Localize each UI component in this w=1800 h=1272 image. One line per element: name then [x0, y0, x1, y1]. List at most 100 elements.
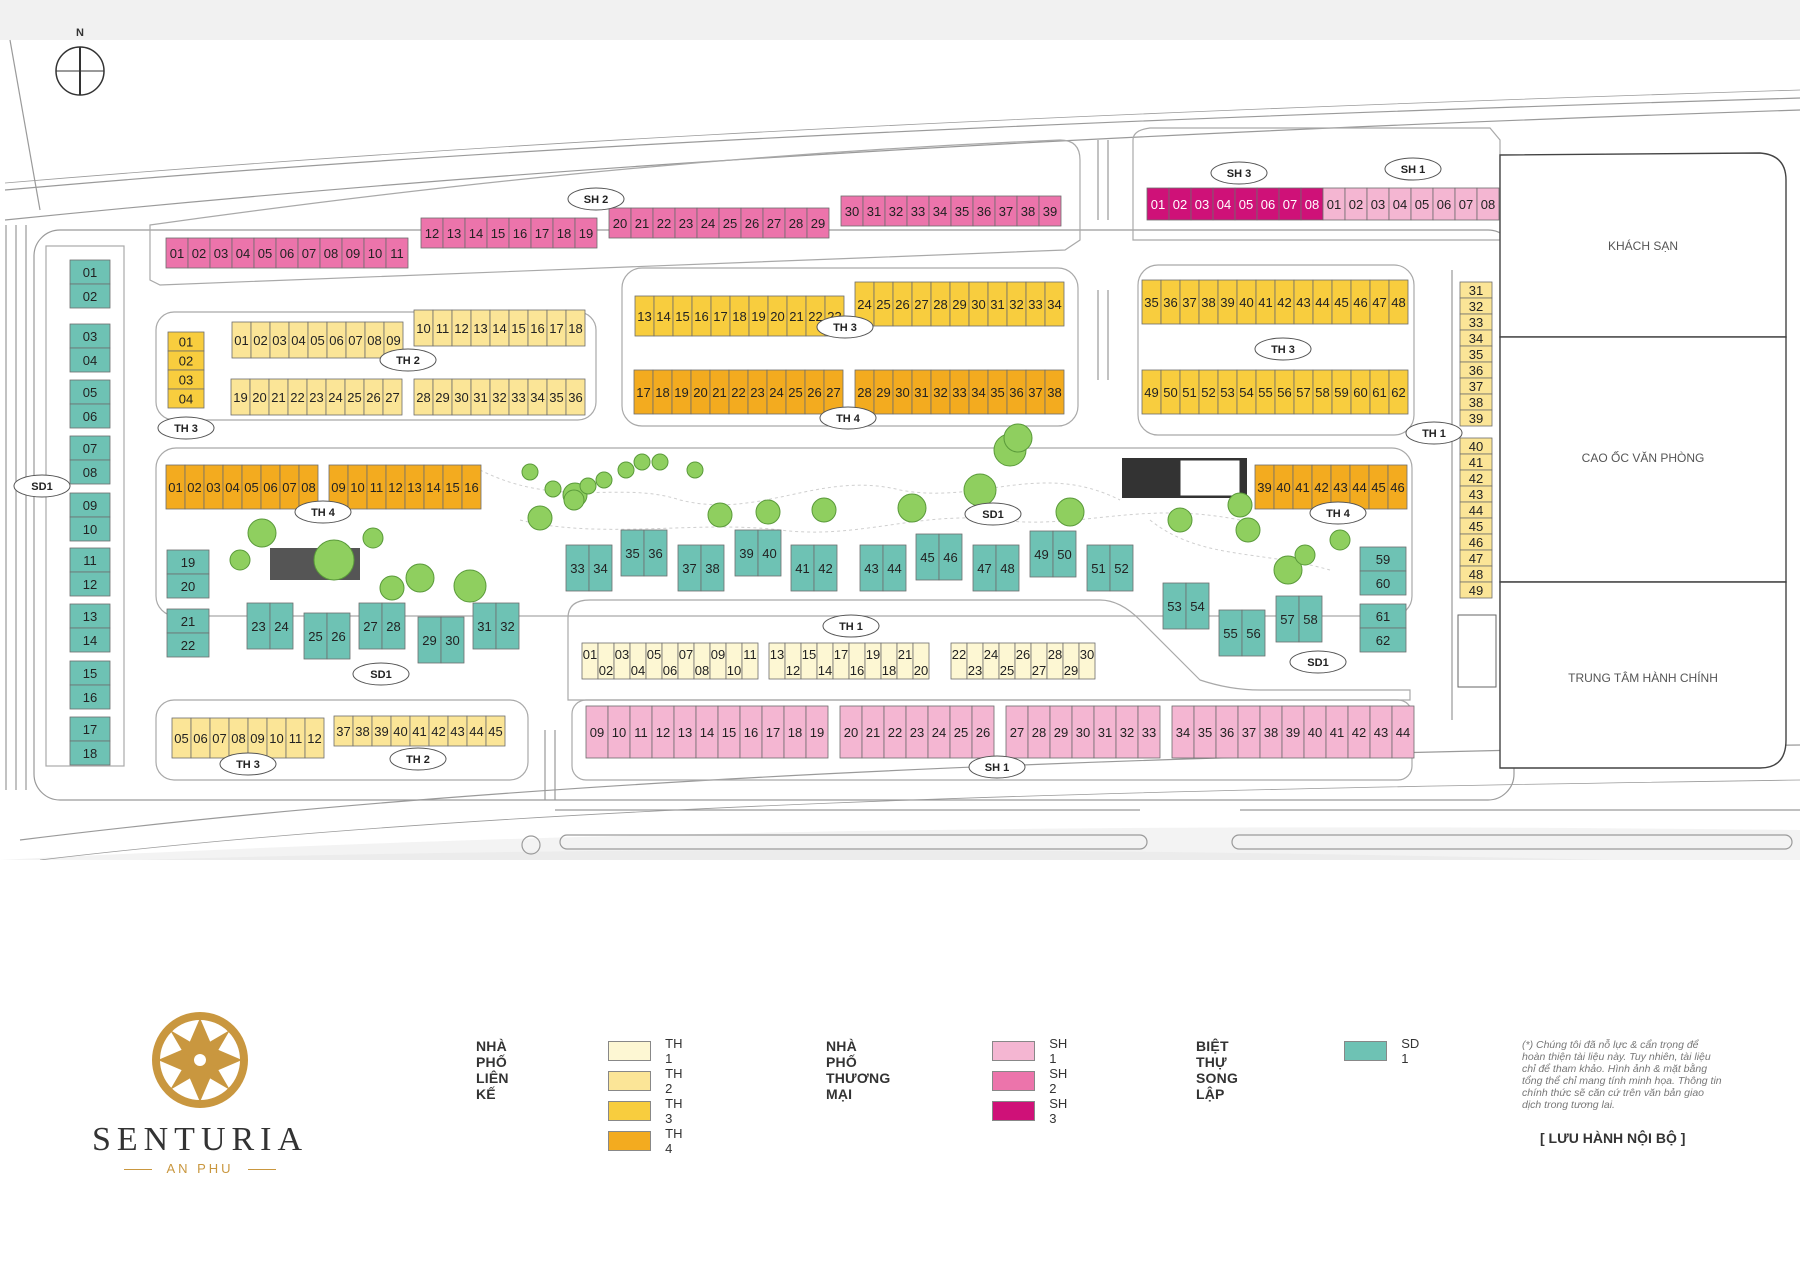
lot-number: 22	[290, 390, 304, 405]
lot-sd1-06[interactable]	[69, 403, 111, 429]
lot-sd1-07[interactable]	[69, 435, 111, 461]
lot-number: 24	[274, 619, 288, 634]
lot-sd1-61[interactable]	[1359, 603, 1407, 629]
lot-sd1-48[interactable]	[995, 544, 1020, 592]
lot-sd1-04[interactable]	[69, 347, 111, 373]
lot-th4-46[interactable]	[1387, 464, 1408, 510]
lot-number: 30	[971, 297, 985, 312]
zone-tag: SD1	[13, 474, 71, 498]
lot-sd1-13[interactable]	[69, 603, 111, 629]
lot-sd1-24[interactable]	[269, 602, 294, 650]
lot-sd1-10[interactable]	[69, 516, 111, 542]
lot-sd1-03[interactable]	[69, 323, 111, 349]
lot-sd1-20[interactable]	[166, 573, 210, 599]
lot-number: 15	[445, 480, 459, 495]
lot-sd1-28[interactable]	[381, 602, 406, 650]
lot-sd1-19[interactable]	[166, 549, 210, 575]
lot-number: 08	[695, 663, 709, 678]
lot-sd1-16[interactable]	[69, 684, 111, 710]
lot-number: 07	[1283, 197, 1297, 212]
lot-th2-45[interactable]	[485, 715, 506, 747]
lot-sd1-42[interactable]	[813, 544, 838, 592]
lot-number: 37	[1028, 385, 1042, 400]
lot-th2-39[interactable]	[1459, 409, 1493, 427]
lot-sd1-14[interactable]	[69, 627, 111, 653]
lot-th2-12[interactable]	[304, 717, 325, 759]
sports-court	[1457, 614, 1497, 688]
lot-number: 22	[657, 216, 671, 231]
lot-th3-62[interactable]	[1388, 369, 1409, 415]
lot-sd1-32[interactable]	[495, 602, 520, 650]
lot-sh2-11[interactable]	[385, 237, 409, 269]
lot-sd1-15[interactable]	[69, 660, 111, 686]
lot-sd1-21[interactable]	[166, 608, 210, 634]
lot-sd1-12[interactable]	[69, 571, 111, 597]
lot-number: 42	[1277, 295, 1291, 310]
lot-sd1-26[interactable]	[326, 612, 351, 660]
lot-sd1-11[interactable]	[69, 547, 111, 573]
lot-sd1-01[interactable]	[69, 259, 111, 285]
lot-number: 13	[83, 609, 97, 624]
zone-tag: TH 2	[389, 747, 447, 771]
lot-sh2-29[interactable]	[806, 207, 830, 239]
lot-sd1-08[interactable]	[69, 459, 111, 485]
lot-sd1-56[interactable]	[1241, 609, 1266, 657]
lot-number: 33	[1469, 315, 1483, 330]
lot-th4-16[interactable]	[461, 464, 482, 510]
lot-number: 36	[1220, 725, 1234, 740]
lot-sh1-44[interactable]	[1391, 705, 1415, 759]
lot-sd1-40[interactable]	[757, 529, 782, 577]
lot-th1-11[interactable]	[741, 642, 759, 680]
lot-number: 12	[425, 226, 439, 241]
lot-sd1-44[interactable]	[882, 544, 907, 592]
lot-sd1-18[interactable]	[69, 740, 111, 766]
lot-th2-27[interactable]	[382, 378, 403, 416]
lot-sd1-58[interactable]	[1298, 595, 1323, 643]
lot-number: 26	[807, 385, 821, 400]
lot-sh1-08[interactable]	[1476, 187, 1500, 221]
lot-th2-49[interactable]	[1459, 581, 1493, 599]
lot-number: 28	[789, 216, 803, 231]
lot-sd1-30[interactable]	[440, 616, 465, 664]
lot-number: 02	[187, 480, 201, 495]
lot-th1-20[interactable]	[912, 642, 930, 680]
lot-sd1-02[interactable]	[69, 283, 111, 309]
lot-sh1-19[interactable]	[805, 705, 829, 759]
lot-number: 01	[170, 246, 184, 261]
lot-th3-48[interactable]	[1388, 279, 1409, 325]
lot-number: 15	[511, 321, 525, 336]
lot-th1-30[interactable]	[1078, 642, 1096, 680]
lot-sd1-60[interactable]	[1359, 570, 1407, 596]
lot-th4-38[interactable]	[1044, 369, 1065, 415]
lot-number: 58	[1303, 612, 1317, 627]
lot-sd1-05[interactable]	[69, 379, 111, 405]
lot-sd1-52[interactable]	[1109, 544, 1134, 592]
lot-sd1-17[interactable]	[69, 716, 111, 742]
lot-sh2-39[interactable]	[1038, 195, 1062, 227]
lot-sh1-33[interactable]	[1137, 705, 1161, 759]
lot-sd1-09[interactable]	[69, 492, 111, 518]
lot-number: 37	[336, 724, 350, 739]
lot-sd1-46[interactable]	[938, 533, 963, 581]
lot-sd1-38[interactable]	[700, 544, 725, 592]
lot-th3-04[interactable]	[167, 388, 205, 409]
zone-tag-label: TH 1	[1422, 428, 1446, 440]
lot-sd1-50[interactable]	[1052, 530, 1077, 578]
lot-number: 43	[1333, 480, 1347, 495]
lot-sd1-22[interactable]	[166, 632, 210, 658]
lot-sd1-34[interactable]	[588, 544, 613, 592]
lot-sd1-62[interactable]	[1359, 627, 1407, 653]
lot-th3-34[interactable]	[1044, 281, 1065, 327]
lot-number: 60	[1376, 576, 1390, 591]
lot-sd1-54[interactable]	[1185, 582, 1210, 630]
lot-th2-36[interactable]	[565, 378, 586, 416]
lot-number: 01	[179, 335, 193, 350]
lot-sd1-36[interactable]	[643, 529, 668, 577]
lot-sh2-19[interactable]	[574, 217, 598, 249]
lot-th2-18[interactable]	[565, 309, 586, 347]
lot-sd1-59[interactable]	[1359, 546, 1407, 572]
